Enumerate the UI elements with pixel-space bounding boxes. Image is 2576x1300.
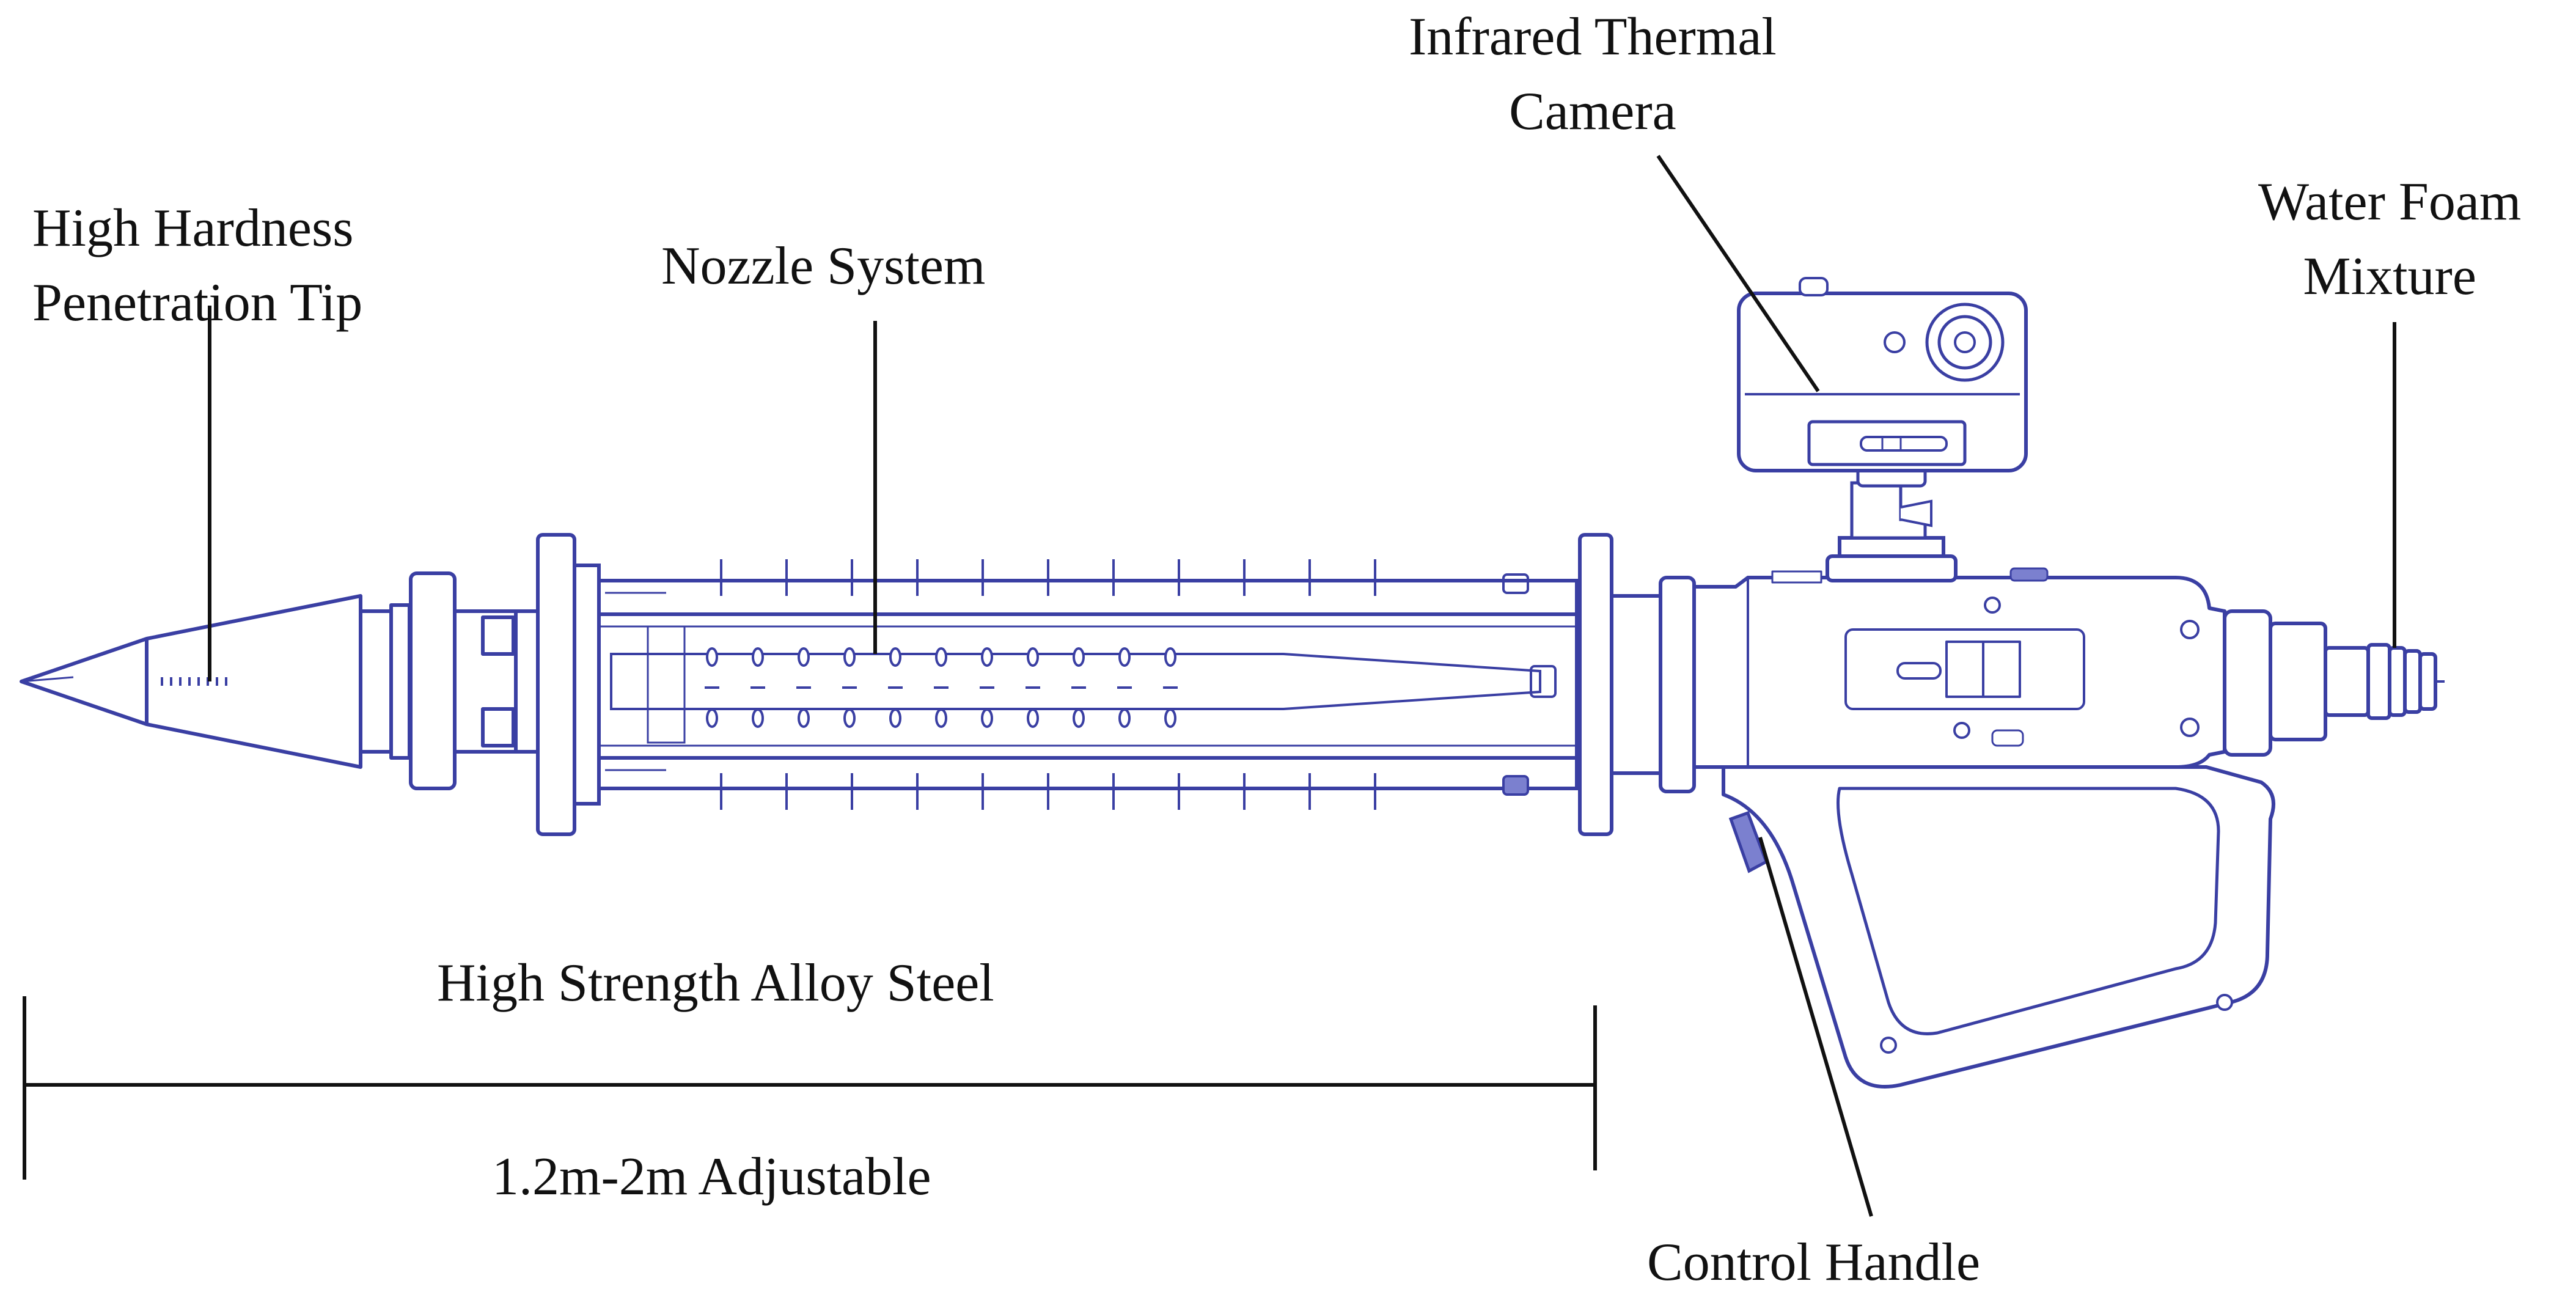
upper-nozzle-hole — [1027, 647, 1039, 667]
lower-nozzle-hole — [843, 708, 856, 728]
nozzle-holes — [705, 647, 1178, 728]
camera-label-line2: Camera — [1509, 82, 1676, 141]
lower-nozzle-hole — [1118, 708, 1131, 728]
nozzle-label: Nozzle System — [661, 229, 985, 304]
lower-nozzle-hole — [798, 708, 810, 728]
leader-lines — [208, 155, 2396, 1217]
tip-label-line1: High Hardness — [32, 199, 354, 258]
front-flange — [536, 533, 601, 836]
lower-nozzle-hole — [981, 708, 993, 728]
upper-nozzle-hole — [706, 647, 718, 667]
upper-nozzle-hole — [843, 647, 856, 667]
handle-label: Control Handle — [1647, 1225, 1980, 1300]
pistol-grip — [1722, 722, 2275, 1089]
length-label-text: 1.2m-2m Adjustable — [492, 1147, 931, 1206]
tip-label-line2: Penetration Tip — [32, 273, 363, 332]
penetration-tip-drawing — [20, 571, 542, 790]
lower-nozzle-hole — [1027, 708, 1039, 728]
upper-nozzle-hole — [1118, 647, 1131, 667]
camera-label-line1: Infrared Thermal — [1409, 7, 1777, 67]
handle-leader-line — [1758, 837, 1873, 1217]
length-dimension — [23, 996, 1597, 1180]
camera-label: Infrared Thermal Camera — [1409, 0, 1777, 149]
length-label: 1.2m-2m Adjustable — [492, 1140, 931, 1214]
steel-label-text: High Strength Alloy Steel — [437, 953, 994, 1013]
lower-nozzle-hole — [1164, 708, 1176, 728]
receiver-body — [1692, 567, 2226, 784]
upper-nozzle-hole — [798, 647, 810, 667]
tip-label: High Hardness Penetration Tip — [32, 191, 362, 340]
upper-nozzle-hole — [981, 647, 993, 667]
water-foam-label-line1: Water Foam — [2258, 172, 2522, 232]
lower-nozzle-hole — [1073, 708, 1085, 728]
camera-mount — [1826, 466, 1958, 582]
nozzle-label-text: Nozzle System — [661, 237, 986, 296]
lower-nozzle-hole — [706, 708, 718, 728]
water-foam-label-line2: Mixture — [2303, 247, 2476, 306]
lower-nozzle-hole — [889, 708, 901, 728]
barrel-tick-marks — [720, 559, 1376, 810]
upper-nozzle-hole — [1164, 647, 1176, 667]
lower-nozzle-hole — [752, 708, 764, 728]
thermal-camera — [1737, 277, 2028, 472]
upper-nozzle-hole — [752, 647, 764, 667]
rear-flange — [1578, 533, 1696, 836]
steel-label: High Strength Alloy Steel — [437, 946, 994, 1021]
upper-nozzle-hole — [935, 647, 947, 667]
upper-nozzle-hole — [889, 647, 901, 667]
lower-nozzle-hole — [935, 708, 947, 728]
handle-label-text: Control Handle — [1647, 1233, 1981, 1292]
nozzle-barrel — [597, 573, 1579, 796]
water-foam-inlet — [2223, 609, 2437, 757]
camera-leader-line — [1656, 155, 1820, 392]
upper-nozzle-hole — [1073, 647, 1085, 667]
water-foam-label: Water Foam Mixture — [2258, 165, 2521, 314]
